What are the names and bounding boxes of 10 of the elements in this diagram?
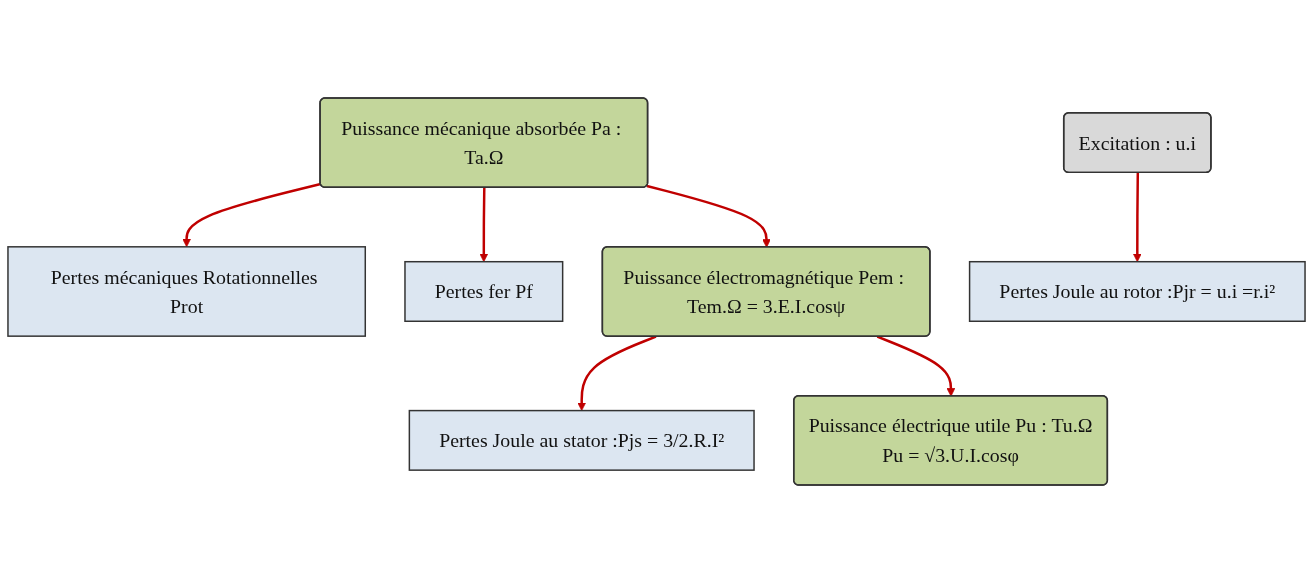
node-box: Pertes mécaniques Rotationnelles Prot: [7, 246, 367, 337]
node-box: Pertes Joule au rotor :Pjr = u.i =r.i²: [968, 260, 1306, 323]
arrow: [876, 335, 956, 397]
arrow: [1132, 172, 1142, 263]
arrow: [479, 187, 489, 263]
node-box: Pertes fer Pf: [404, 260, 564, 323]
arrow: [646, 184, 771, 248]
arrow: [577, 335, 657, 411]
arrow: [182, 182, 321, 248]
node-box: Pertes Joule au stator :Pjs = 3/2.R.I²: [408, 409, 755, 471]
